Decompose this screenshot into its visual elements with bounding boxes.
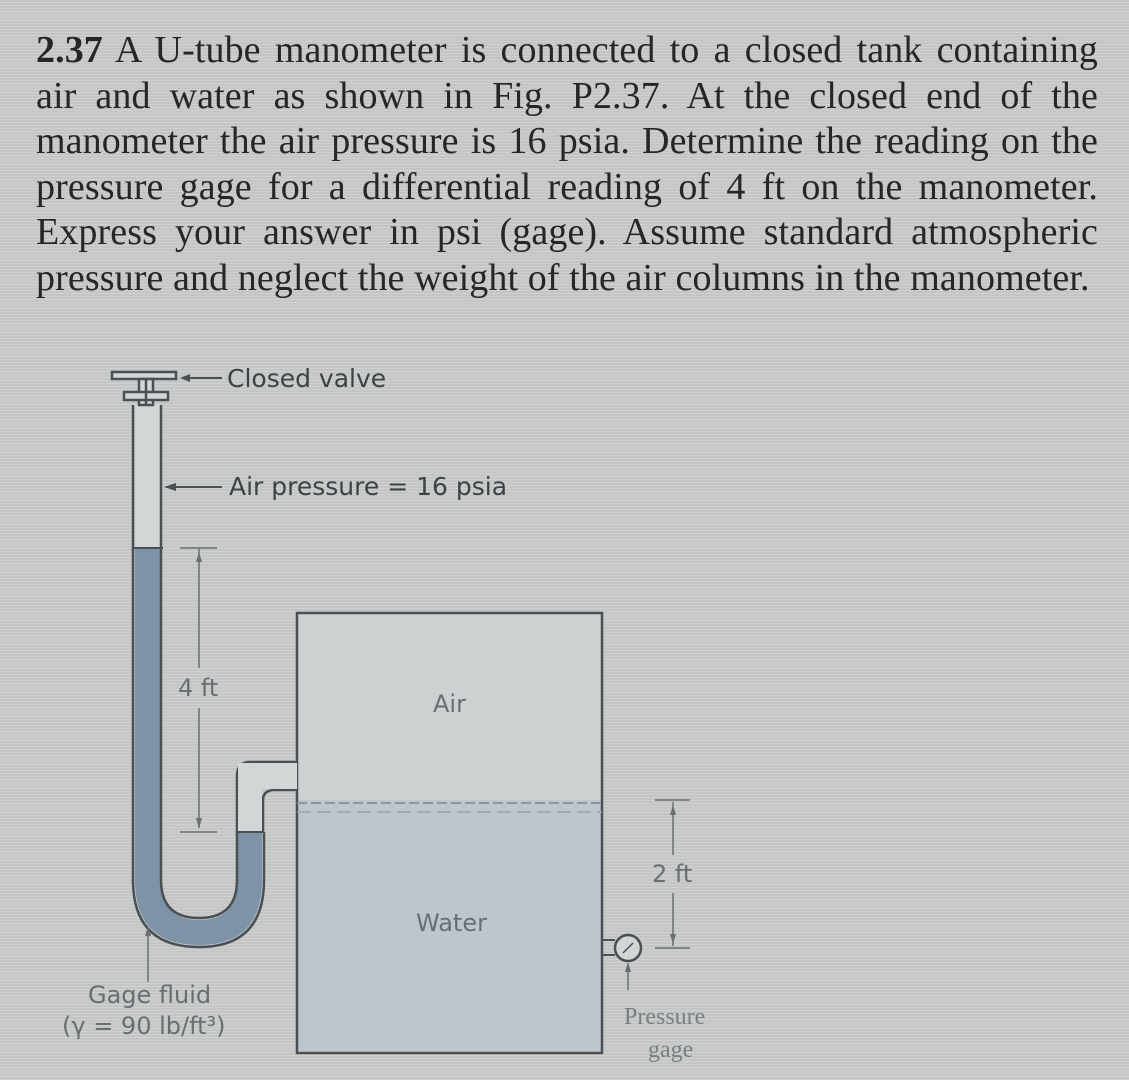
tank-air [297,613,602,800]
tank-outline [295,611,604,1055]
closed-valve-label: Closed valve [227,364,386,393]
gage-fluid-label-line2: (γ = 90 lb/ft³) [62,1012,226,1040]
problem-number: 2.37 [36,29,103,71]
air-pressure-label: Air pressure = 16 psia [229,472,507,501]
manometer-left-leg-air [135,405,161,548]
depth-label: 2 ft [652,860,692,888]
differential-label: 4 ft [178,674,218,702]
pressure-gage-label-line2: gage [648,1037,693,1063]
pressure-gage-label-line1: Pressure [624,1004,705,1030]
problem-text: A U-tube manometer is connected to a clo… [36,29,1098,299]
manometer-u-bend [135,880,262,945]
gage-fluid-label-line1: Gage fluid [88,981,211,1009]
manometer-u-outline [131,405,266,949]
connecting-tube-air [238,763,262,832]
tank-air-label: Air [433,690,466,718]
manometer-right-leg-fluid [238,832,262,882]
closed-valve-icon [110,370,178,407]
differential-dimension [180,547,217,833]
manometer-left-leg-fluid [135,548,161,882]
tank-water-label: Water [416,909,487,937]
tank-water [297,800,602,1053]
gage-pipe [602,939,615,956]
